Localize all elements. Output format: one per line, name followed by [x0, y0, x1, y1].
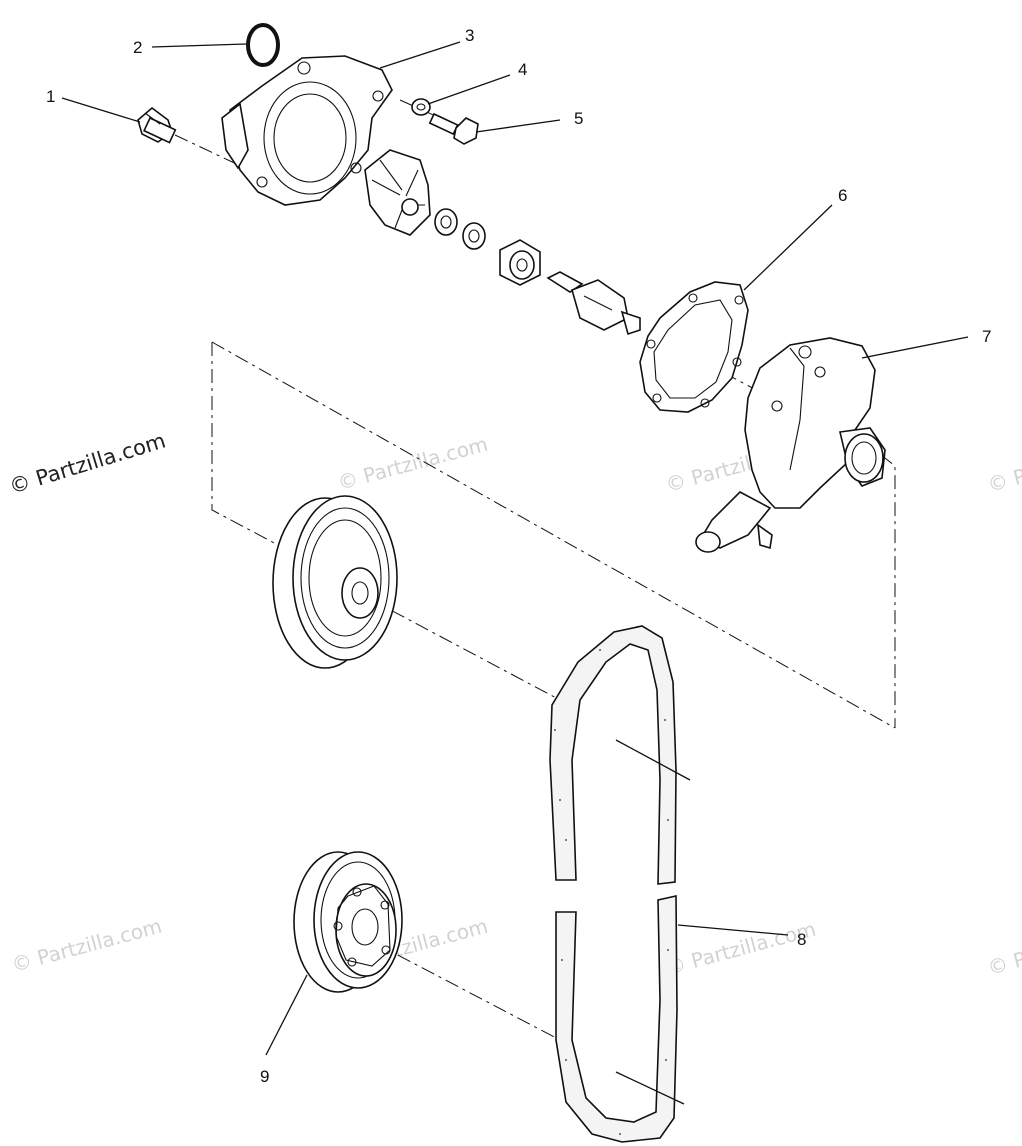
partzilla-watermark: © Partzilla.com	[6, 428, 168, 498]
watermark-faint: © Partzilla.com	[335, 432, 490, 495]
axis-line	[859, 437, 896, 728]
callout-8: 8	[797, 930, 806, 949]
callout-5: 5	[574, 109, 583, 128]
part-4-washer	[411, 98, 431, 116]
axis-line	[211, 342, 279, 546]
impeller	[364, 149, 431, 236]
leader-9	[265, 974, 308, 1056]
small-pulley	[293, 851, 403, 993]
part-1-fitting	[137, 106, 177, 144]
part-8-drive-belt	[549, 625, 678, 1143]
callout-2: 2	[133, 38, 142, 57]
callout-9: 9	[260, 1067, 269, 1086]
watermark-faint: © Partzilla.com	[985, 434, 1022, 497]
axis-line	[211, 341, 896, 729]
leader-1	[61, 97, 141, 123]
part-7-pump-body	[695, 337, 886, 553]
callout-1: 1	[46, 87, 55, 106]
part-2-o-ring	[246, 23, 280, 67]
part-5-bolt	[428, 112, 479, 145]
leader-5	[475, 119, 561, 133]
axis-line	[367, 597, 561, 701]
callout-labels: 1 2 3 4 5 6 7 8 9	[46, 26, 991, 1086]
leader-lines	[61, 41, 969, 1105]
seal-and-bearing-stack	[434, 208, 541, 286]
callout-6: 6	[838, 186, 847, 205]
belt-leader	[615, 1071, 685, 1105]
belt-leader	[615, 739, 691, 781]
leader-7	[861, 336, 969, 359]
leader-2	[151, 43, 247, 48]
axis-line	[174, 134, 246, 169]
leader-6	[743, 204, 833, 291]
part-6-gasket	[639, 281, 749, 413]
large-pulley	[272, 495, 398, 669]
leader-3	[379, 41, 461, 69]
leader-4	[427, 74, 511, 105]
pump-shaft	[546, 271, 641, 336]
watermark-layer: © Partzilla.com © Partzilla.com © Partzi…	[9, 432, 1022, 980]
leader-8	[677, 924, 789, 936]
callout-3: 3	[465, 26, 474, 45]
watermark-faint: © Partzilla.com	[985, 917, 1022, 980]
callout-4: 4	[518, 60, 527, 79]
part-3-pump-cover	[221, 55, 393, 206]
watermark-faint: © Partzilla.com	[9, 914, 164, 977]
callout-7: 7	[982, 327, 991, 346]
